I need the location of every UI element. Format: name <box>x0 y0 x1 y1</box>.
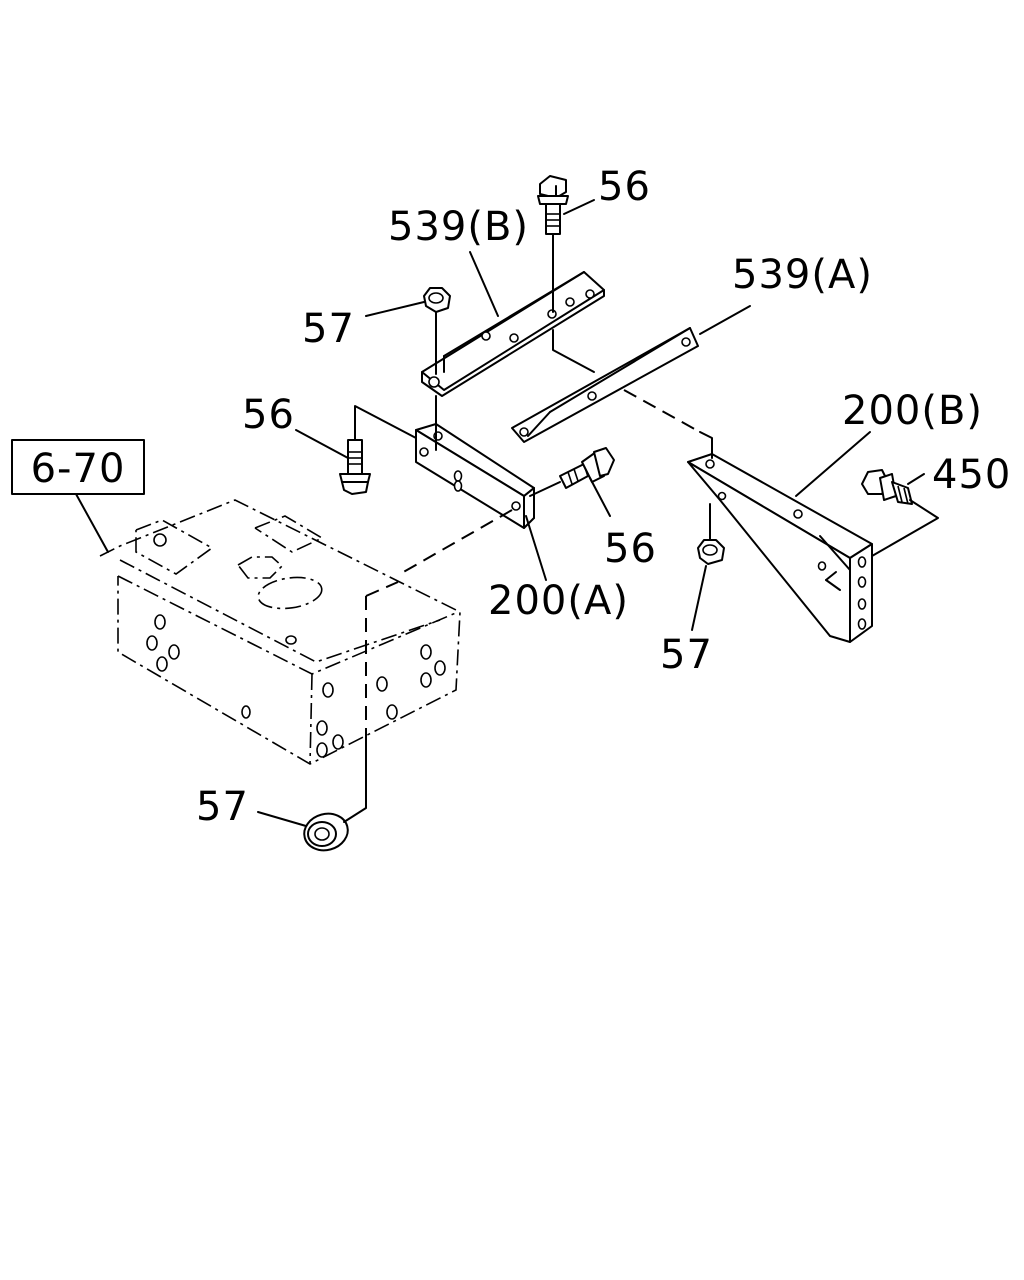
label-nut-bottom: 57 <box>196 784 249 830</box>
frame-housing <box>99 499 461 765</box>
label-nut-mid: 57 <box>660 632 713 678</box>
ref-box-label: 6-70 <box>31 446 126 492</box>
bracket-200a <box>415 423 535 529</box>
nut-bottom <box>303 812 349 852</box>
label-539b: 539(B) <box>388 204 529 250</box>
ref-box <box>11 439 145 495</box>
nut-mid <box>697 539 725 565</box>
label-bolt-mid: 56 <box>604 526 657 572</box>
label-bolt-top: 56 <box>598 164 651 210</box>
label-bolt-450: 450 <box>932 452 1011 498</box>
bracket-539a <box>511 327 699 443</box>
label-539a: 539(A) <box>732 252 873 298</box>
bracket-539b <box>421 271 605 397</box>
label-200b: 200(B) <box>842 388 983 434</box>
nut-top <box>423 287 451 313</box>
bracket-200b <box>687 453 873 643</box>
ref-leader <box>75 493 109 553</box>
bolt-left <box>339 439 371 495</box>
label-bolt-left: 56 <box>242 392 295 438</box>
bolt-450 <box>861 469 913 505</box>
assembly-lines <box>343 233 939 823</box>
bolt-top <box>537 175 569 235</box>
bolt-mid <box>559 447 615 489</box>
label-nut-top: 57 <box>302 306 355 352</box>
label-200a: 200(A) <box>488 578 629 624</box>
callout-leaders <box>257 199 925 827</box>
